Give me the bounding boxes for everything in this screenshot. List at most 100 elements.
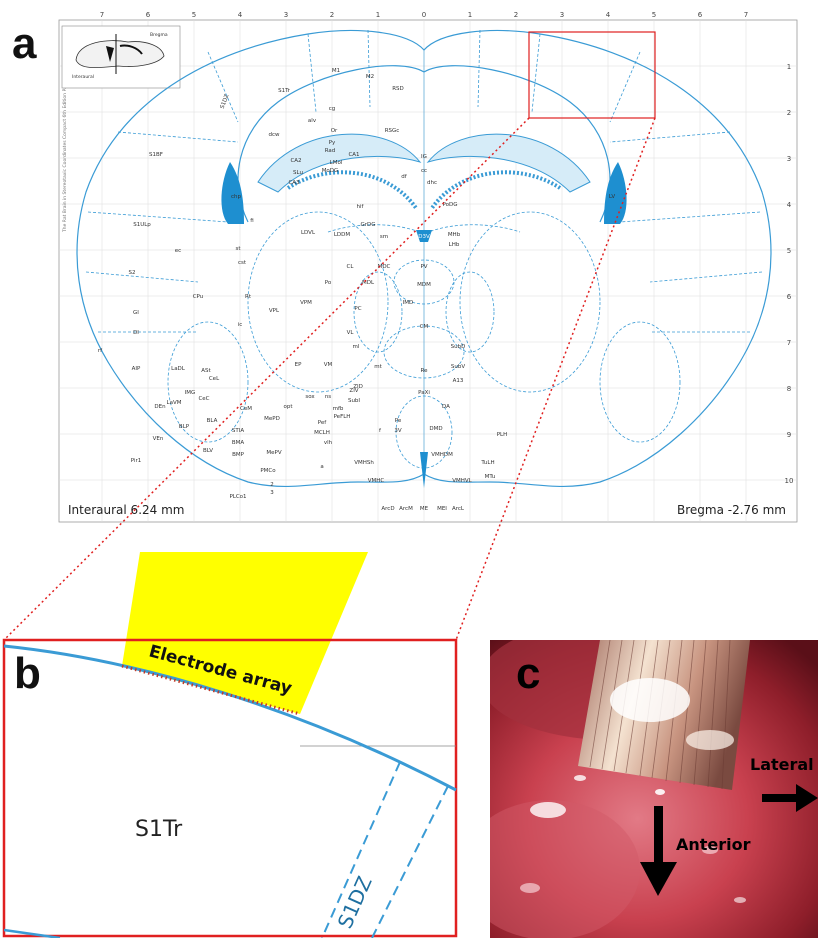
region-label: TuLH <box>480 460 494 466</box>
s1dz-label: S1DZ <box>333 872 377 932</box>
atlas-spine-text: The Rat Brain in Stereotaxic Coordinates… <box>62 51 68 233</box>
region-label: sox <box>305 394 315 400</box>
region-label: st <box>235 246 241 252</box>
region-label: CM <box>420 324 429 330</box>
zoom-box-border <box>2 638 458 938</box>
panel-c-letter: c <box>516 649 541 698</box>
tick-top-11: 4 <box>606 12 611 19</box>
region-label: PLCo1 <box>229 494 246 500</box>
lateral-arrow <box>762 784 818 812</box>
region-label: alv <box>308 118 317 124</box>
region-label: 3 <box>270 490 274 496</box>
region-label: ZIV <box>349 388 358 394</box>
region-label: DEn <box>154 404 166 410</box>
inset-bregma-label: Bregma <box>150 32 168 38</box>
region-label: hif <box>357 204 365 210</box>
region-label: VMHVL <box>452 478 472 484</box>
region-label: IMD <box>403 300 414 306</box>
region-label: CeL <box>209 376 220 382</box>
region-label: MCLH <box>314 430 330 436</box>
s1tr-label: S1Tr <box>135 817 183 842</box>
region-label: LV <box>609 194 615 200</box>
region-label: mt <box>374 364 382 370</box>
region-label: Po <box>325 280 332 286</box>
region-label: AIP <box>132 366 141 372</box>
region-label: sm <box>380 234 388 240</box>
surgical-photo-drawing: Lateral Anterior <box>490 640 818 938</box>
tick-right-8: 9 <box>787 431 791 439</box>
region-label: LMol <box>330 160 343 166</box>
tick-right-9: 10 <box>785 477 794 485</box>
electrode-array-shape <box>122 552 368 714</box>
tick-top-0: 7 <box>100 12 104 19</box>
region-label: SubI <box>348 398 360 404</box>
region-label: PC <box>354 306 361 312</box>
zoom-line-right <box>455 117 656 641</box>
tick-top-13: 6 <box>698 12 703 19</box>
region-label: VEn <box>153 436 164 442</box>
electrode-contacts <box>121 664 301 716</box>
tick-top-9: 2 <box>514 12 518 19</box>
tick-top-2: 5 <box>192 12 196 19</box>
region-label: ASt <box>201 368 211 374</box>
lateral-label: Lateral <box>750 755 814 774</box>
region-label: VL <box>347 330 355 336</box>
region-label: BMA <box>232 440 245 446</box>
region-label: IMG <box>185 390 196 396</box>
region-label: MDM <box>417 282 431 288</box>
region-label: MDL <box>362 280 375 286</box>
region-label: BLV <box>203 448 213 454</box>
region-label: SubD <box>451 344 466 350</box>
region-label: cst <box>238 260 247 266</box>
region-label: BMP <box>232 452 245 458</box>
tick-right-1: 2 <box>787 109 791 117</box>
region-label: ArcD <box>381 506 394 512</box>
region-label: LaDL <box>171 366 186 372</box>
region-label: PMCo <box>260 468 276 474</box>
region-label: VMHSh <box>354 460 374 466</box>
tick-top-7: 0 <box>422 12 426 19</box>
region-label: MDC <box>378 264 391 270</box>
region-label: RSGc <box>385 128 400 134</box>
atlas-section: 7 6 5 4 3 2 1 0 1 2 3 4 5 6 7 9 8 7 6 5 … <box>58 12 798 523</box>
inset-interaural-label: Interaural <box>72 74 94 80</box>
region-label: chp <box>231 194 242 200</box>
region-label: LHb <box>449 242 460 248</box>
region-label: VPL <box>269 308 280 314</box>
region-label: DI <box>133 330 139 336</box>
panel-b-zoom: Electrode array S1Tr S1DZ <box>2 552 458 938</box>
region-label: ZID <box>353 384 363 390</box>
region-label: VMHDM <box>431 452 453 458</box>
region-label: a <box>320 464 323 470</box>
tick-top-1: 6 <box>146 12 151 19</box>
region-label: PoDG <box>443 202 458 208</box>
region-label: ml <box>353 344 360 350</box>
region-label: ArcL <box>452 506 465 512</box>
tick-top-4: 3 <box>284 12 288 19</box>
region-label: VM <box>324 362 333 368</box>
region-label: CeC <box>198 396 209 402</box>
zoom-line-left <box>3 117 530 641</box>
tick-top-3: 4 <box>238 12 243 19</box>
third-ventricle-ventral <box>420 452 428 488</box>
region-label: Pef <box>318 420 328 426</box>
region-label: EP <box>295 362 302 368</box>
region-label: Re <box>421 368 429 374</box>
region-label: ns <box>325 394 331 400</box>
region-label: mfb <box>333 406 344 412</box>
tick-top-8: 1 <box>468 12 472 19</box>
region-label: rf <box>98 348 103 354</box>
region-label: S1DZ <box>220 93 231 109</box>
region-label: Pir1 <box>131 458 141 464</box>
region-label: CA1 <box>348 152 359 158</box>
region-label: MePV <box>266 450 281 456</box>
region-label: opt <box>283 404 293 410</box>
region-label: LaVM <box>167 400 182 406</box>
region-label: ec <box>175 248 181 254</box>
hippocampus <box>257 133 591 210</box>
region-label: LDDM <box>334 232 351 238</box>
region-label: SLu <box>293 170 303 176</box>
region-label: CA3 <box>288 180 300 186</box>
tick-top-10: 3 <box>560 12 564 19</box>
